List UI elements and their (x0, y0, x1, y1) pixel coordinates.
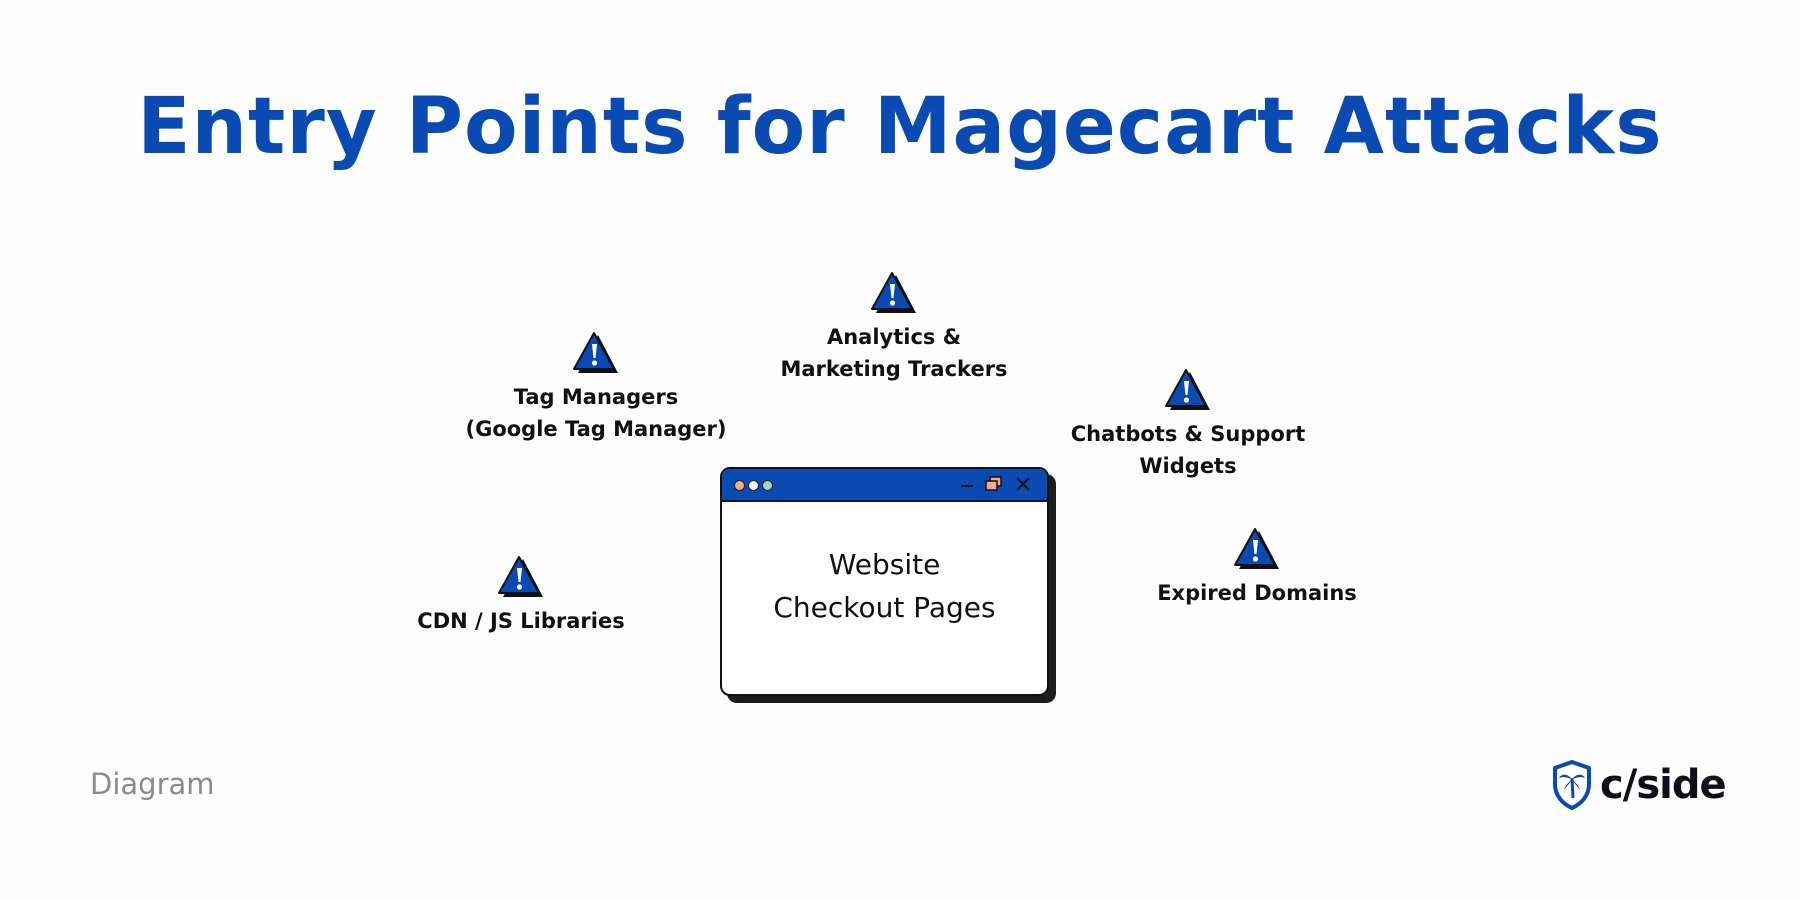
browser-window: Website Checkout Pages (720, 467, 1049, 696)
warning-icon (1165, 369, 1210, 410)
page-title: Entry Points for Magecart Attacks (137, 82, 1663, 172)
node-label-line2: Marketing Trackers (780, 357, 1008, 381)
footer-label: Diagram (90, 767, 215, 801)
window-title-bar (722, 469, 1047, 502)
node-label-line1: Chatbots & Support (1070, 422, 1306, 446)
logo-wordmark: c/side (1600, 762, 1727, 808)
node-label-line2: (Google Tag Manager) (465, 417, 727, 441)
shield-palm-icon (1553, 760, 1591, 810)
entry-point-chatbots: Chatbots & Support Widgets (1058, 368, 1318, 482)
minimize-icon (961, 485, 973, 487)
window-dot-green (762, 480, 773, 491)
node-label-line1: Analytics & (826, 325, 962, 349)
window-dot-white (748, 480, 759, 491)
brand-logo: c/side (1552, 760, 1727, 810)
center-label-line1: Website (828, 548, 941, 581)
entry-point-cdn: CDN / JS Libraries (401, 555, 641, 637)
node-label-line1: Expired Domains (1157, 581, 1357, 605)
warning-icon (573, 332, 618, 373)
node-label-line2: Widgets (1139, 454, 1237, 478)
restore-icon (985, 476, 1002, 491)
entry-point-analytics: Analytics & Marketing Trackers (764, 271, 1024, 385)
entry-point-tag-managers: Tag Managers (Google Tag Manager) (456, 331, 736, 445)
warning-icon (498, 556, 543, 597)
close-icon (1016, 477, 1030, 491)
window-dot-red (734, 480, 745, 491)
node-label-line1: Tag Managers (513, 385, 679, 409)
center-label-line2: Checkout Pages (773, 591, 996, 624)
node-label-line1: CDN / JS Libraries (417, 609, 625, 633)
entry-point-expired-domains: Expired Domains (1137, 527, 1377, 609)
warning-icon (871, 272, 916, 313)
warning-icon (1234, 528, 1279, 569)
